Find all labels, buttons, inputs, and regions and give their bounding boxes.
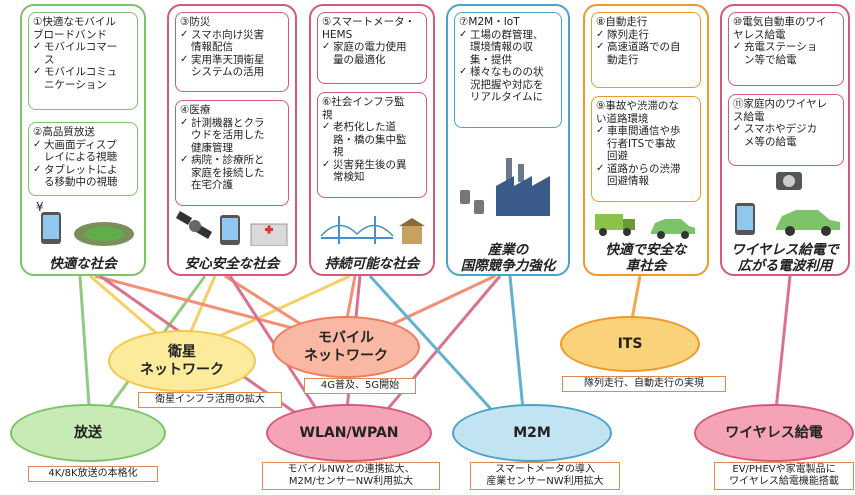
note-m2m: スマートメータの導入 産業センサーNW利用拡大 bbox=[470, 462, 620, 490]
node-mobile-network: モバイル ネットワーク bbox=[272, 316, 420, 378]
line-broadcast-p1 bbox=[78, 275, 92, 421]
box-ev-wireless: ⑩電気自動車のワイ ヤレス給電 充電ステーショ ン等で給電 bbox=[728, 12, 844, 86]
line-m2m-p3 bbox=[368, 274, 512, 432]
box-autonomous-driving: ⑧自動走行 隊列走行 高速道路での自 動走行 bbox=[591, 12, 701, 88]
box-title: ⑪家庭内のワイヤレ ス給電 bbox=[733, 98, 828, 123]
panel-safe-car-society: ⑧自動走行 隊列走行 高速道路での自 動走行 ⑨事故や渋滞のな い道路環境 車車… bbox=[583, 4, 709, 276]
tablet-icon bbox=[220, 215, 240, 245]
bridge-icon bbox=[320, 216, 394, 244]
stadium-icon bbox=[74, 222, 134, 246]
satellite-icon bbox=[175, 211, 213, 239]
list-item: タブレットによ る移動中の視聴 bbox=[33, 164, 133, 189]
yen-icon: ¥ bbox=[36, 200, 44, 214]
camera-icon bbox=[776, 172, 802, 190]
note-wireless-power: EV/PHEVや家電製品に ワイヤレス給電機能搭載 bbox=[714, 462, 854, 490]
note-wlan: モバイルNWとの連携拡大、 M2M/センサーNW利用拡大 bbox=[262, 462, 440, 490]
box-title: ⑧自動走行 bbox=[596, 16, 648, 28]
line-mobile-p4 bbox=[379, 274, 496, 332]
hospital-icon bbox=[250, 223, 288, 246]
panel-caption: 産業の 国際競争力強化 bbox=[460, 242, 556, 274]
note-satellite: 衛星インフラ活用の拡大 bbox=[138, 392, 282, 408]
list-item: 高速道路での自 動走行 bbox=[596, 41, 696, 66]
box-title: ④医療 bbox=[180, 104, 211, 116]
note-its: 隊列走行、自動走行の実現 bbox=[562, 376, 726, 392]
line-sat-p3 bbox=[199, 274, 351, 347]
panel-caption: ワイヤレス給電で 広がる電波利用 bbox=[731, 242, 839, 274]
note-mobile: 4G普及、5G開始 bbox=[304, 378, 416, 394]
box-hq-broadcast: ②高品質放送 大画面ディスプ レイによる視聴 タブレットによ る移動中の視聴 bbox=[28, 122, 138, 196]
box-title: ⑦M2M・IoT bbox=[459, 16, 520, 28]
box-road-environment: ⑨事故や渋滞のな い道路環境 車車間通信や歩 行者ITSで事故 回避 道路からの… bbox=[591, 96, 701, 202]
box-title: ①快適なモバイル ブロードバンド bbox=[33, 16, 116, 41]
list-item: 工場の群管理、 環境情報の収 集・提供 bbox=[459, 29, 557, 67]
factory-icon bbox=[460, 158, 550, 216]
node-wlan-wpan: WLAN/WPAN bbox=[266, 404, 432, 462]
line-mobile-p2 bbox=[224, 274, 311, 332]
node-m2m: M2M bbox=[452, 404, 612, 462]
list-item: 病院・診療所と 家庭を接続した 在宅介護 bbox=[180, 154, 284, 192]
box-title: ⑩電気自動車のワイ ヤレス給電 bbox=[733, 16, 827, 41]
box-m2m-iot: ⑦M2M・IoT 工場の群管理、 環境情報の収 集・提供 様々なものの状 況把握… bbox=[454, 12, 562, 128]
list-item: 充電ステーショ ン等で給電 bbox=[733, 41, 839, 66]
box-medical: ④医療 計測機器とクラ ウドを活用した 健康管理 病院・診療所と 家庭を接続した… bbox=[175, 100, 289, 206]
list-item: 隊列走行 bbox=[596, 29, 696, 42]
panel-safe-society: ③防災 スマホ向け災害 情報配信 実用準天頂衛星 システムの活用 ④医療 計測機… bbox=[167, 4, 297, 276]
panel-caption: 安心安全な社会 bbox=[184, 256, 280, 272]
list-item: スマホやデジカ メ等の給電 bbox=[733, 123, 839, 148]
line-wlan-p4 bbox=[368, 275, 502, 431]
panel-comfortable-society: ①快適なモバイル ブロードバンド モバイルコマー ス モバイルコミュ ニケーショ… bbox=[20, 4, 146, 276]
note-broadcast: 4K/8K放送の本格化 bbox=[28, 466, 158, 482]
line-wireless-p6 bbox=[773, 275, 792, 421]
list-item: 実用準天頂衛星 システムの活用 bbox=[180, 54, 284, 79]
panel-industry-competitiveness: ⑦M2M・IoT 工場の群管理、 環境情報の収 集・提供 様々なものの状 況把握… bbox=[446, 4, 570, 276]
list-item: 家庭の電力使用 量の最適化 bbox=[322, 41, 422, 66]
list-item: 老朽化した道 路・橋の集中監 視 bbox=[322, 121, 422, 159]
tablet-icon bbox=[41, 212, 61, 244]
node-wireless-power: ワイヤレス給電 bbox=[694, 404, 854, 462]
box-title: ③防災 bbox=[180, 16, 211, 28]
box-title: ⑤スマートメータ・ HEMS bbox=[322, 16, 416, 41]
list-item: 車車間通信や歩 行者ITSで事故 回避 bbox=[596, 125, 696, 163]
box-smart-meter: ⑤スマートメータ・ HEMS 家庭の電力使用 量の最適化 bbox=[317, 12, 427, 84]
smartphone-icon bbox=[735, 203, 755, 235]
list-item: 計測機器とクラ ウドを活用した 健康管理 bbox=[180, 117, 284, 155]
shrine-icon bbox=[399, 218, 425, 244]
list-item: 道路からの渋滞 回避情報 bbox=[596, 163, 696, 188]
box-title: ⑥社会インフラ監 視 bbox=[322, 96, 405, 121]
node-broadcast: 放送 bbox=[10, 404, 166, 462]
panel-wireless-power: ⑩電気自動車のワイ ヤレス給電 充電ステーショ ン等で給電 ⑪家庭内のワイヤレ … bbox=[720, 4, 850, 276]
list-item: 災害発生後の異 常検知 bbox=[322, 159, 422, 184]
panel-caption: 快適な社会 bbox=[49, 256, 117, 272]
panel-sustainable-society: ⑤スマートメータ・ HEMS 家庭の電力使用 量の最適化 ⑥社会インフラ監 視 … bbox=[309, 4, 435, 276]
panel-caption: 快適で安全な 車社会 bbox=[605, 242, 687, 274]
box-home-wireless: ⑪家庭内のワイヤレ ス給電 スマホやデジカ メ等の給電 bbox=[728, 94, 844, 166]
box-infra-monitoring: ⑥社会インフラ監 視 老朽化した道 路・橋の集中監 視 災害発生後の異 常検知 bbox=[317, 92, 427, 198]
box-title: ⑨事故や渋滞のな い道路環境 bbox=[596, 100, 679, 125]
box-title: ②高品質放送 bbox=[33, 126, 95, 138]
electric-car-icon bbox=[776, 210, 840, 236]
node-satellite-network: 衛星 ネットワーク bbox=[108, 330, 256, 392]
box-mobile-broadband: ①快適なモバイル ブロードバンド モバイルコマー ス モバイルコミュ ニケーショ… bbox=[28, 12, 138, 110]
line-mobile-p1 bbox=[94, 274, 301, 332]
list-item: 大画面ディスプ レイによる視聴 bbox=[33, 139, 133, 164]
panel-caption: 持続可能な社会 bbox=[324, 256, 420, 272]
truck-icon bbox=[595, 214, 635, 236]
list-item: 様々なものの状 況把握や対応を リアルタイムに bbox=[459, 66, 557, 104]
node-its: ITS bbox=[560, 316, 700, 372]
list-item: モバイルコミュ ニケーション bbox=[33, 66, 133, 91]
list-item: スマホ向け災害 情報配信 bbox=[180, 29, 284, 54]
list-item: モバイルコマー ス bbox=[33, 41, 133, 66]
box-disaster: ③防災 スマホ向け災害 情報配信 実用準天頂衛星 システムの活用 bbox=[175, 12, 289, 92]
car-icon bbox=[651, 219, 695, 239]
